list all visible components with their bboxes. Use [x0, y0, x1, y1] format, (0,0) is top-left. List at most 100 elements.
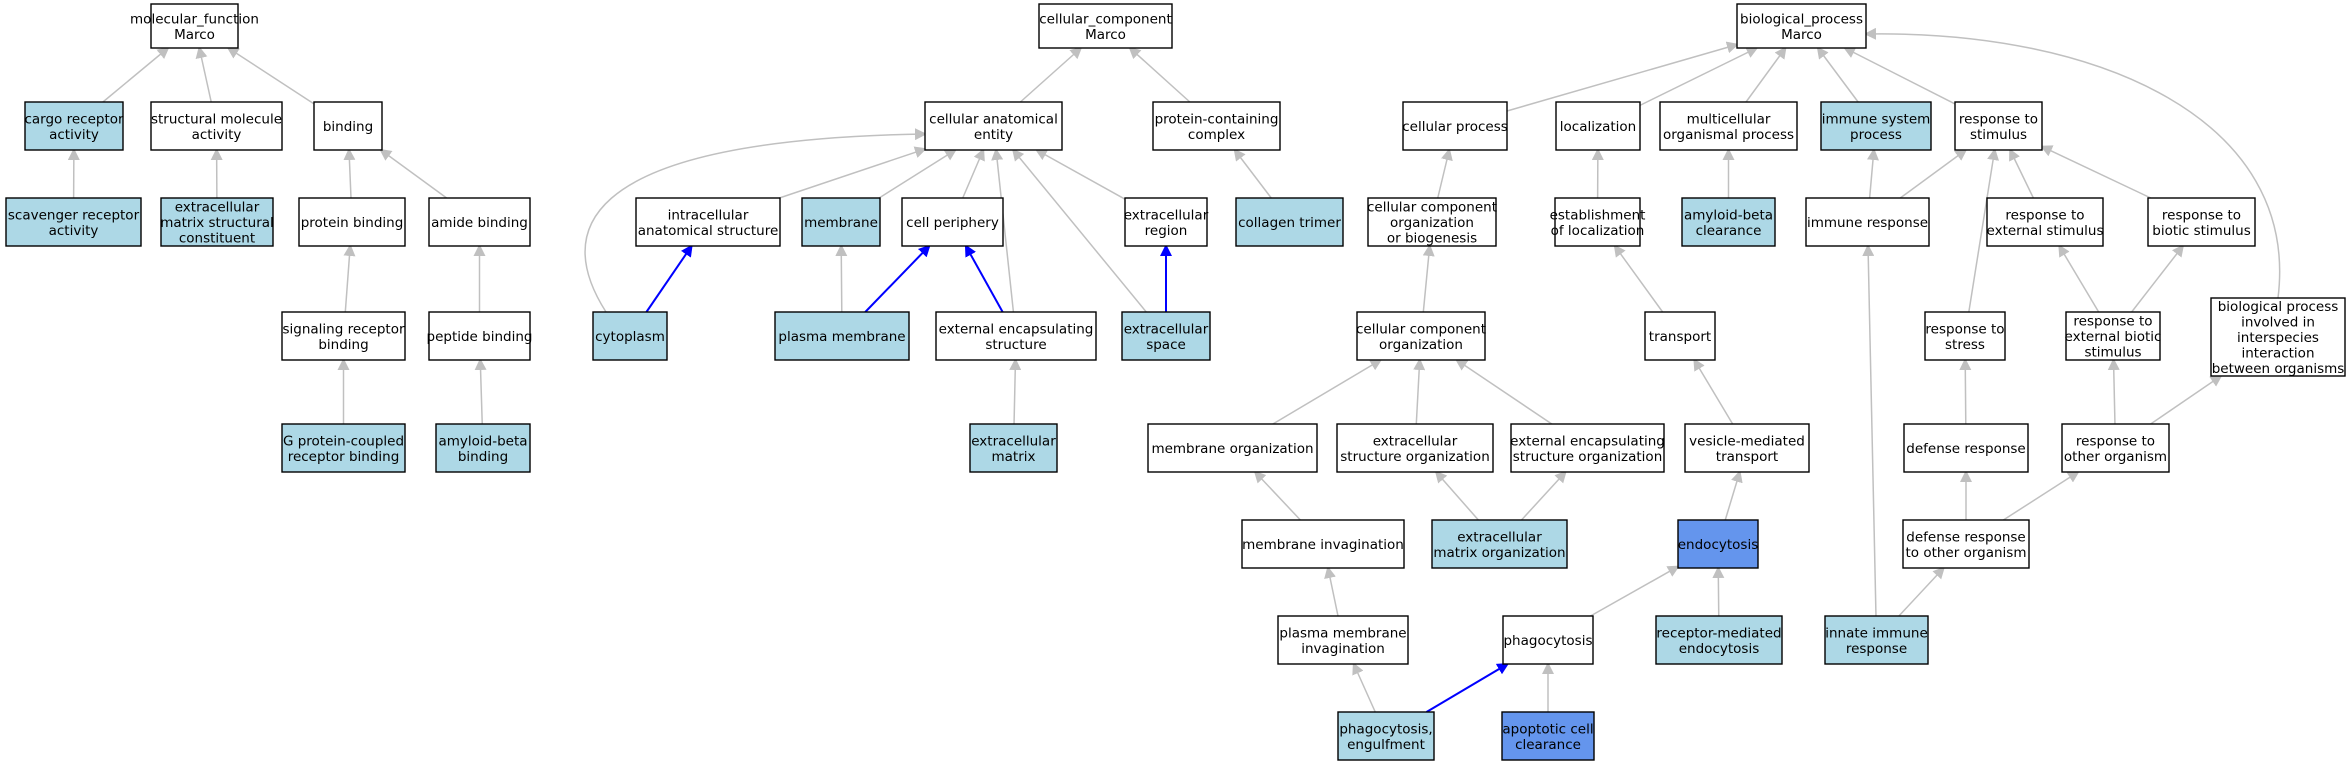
node-local[interactable]: localization: [1555, 101, 1641, 151]
node-immresp[interactable]: immune response: [1805, 197, 1930, 247]
node-label: stimulus: [2084, 345, 2141, 361]
node-label: Marco: [1085, 27, 1126, 43]
edge-sigrec-to-protbind: [343, 244, 356, 313]
edge-drtoo-to-rtorg: [2002, 470, 2080, 521]
node-membrane[interactable]: membrane: [801, 197, 881, 247]
edge-ecm-to-ees: [1009, 358, 1022, 425]
node-label: cellular anatomical: [929, 111, 1058, 127]
node-binding[interactable]: binding: [313, 101, 383, 151]
node-box: [1501, 711, 1595, 761]
node-phago[interactable]: phagocytosis: [1502, 615, 1594, 665]
node-label: endocytosis: [1678, 537, 1758, 553]
node-collagen[interactable]: collagen trimer: [1235, 197, 1344, 247]
node-label: extracellular: [1457, 529, 1542, 545]
node-label: entity: [974, 127, 1013, 143]
node-label: intracellular: [668, 207, 749, 223]
node-label: organization: [1390, 215, 1474, 231]
node-cellproc[interactable]: cellular process: [1402, 101, 1508, 151]
node-defresp[interactable]: defense response: [1903, 423, 2029, 473]
node-pm[interactable]: plasma membrane: [774, 311, 910, 361]
node-label: amide binding: [431, 215, 528, 231]
node-phagoeng[interactable]: phagocytosis,engulfment: [1337, 711, 1435, 761]
node-box: [635, 197, 781, 247]
node-cyto[interactable]: cytoplasm: [592, 311, 668, 361]
node-box: [5, 197, 142, 247]
node-transport[interactable]: transport: [1644, 311, 1716, 361]
edge-abbind-to-peptbind: [474, 358, 487, 425]
edge-ecmo-to-ecso: [1434, 470, 1479, 521]
edge-rme-to-endo: [1712, 566, 1725, 617]
node-label: defense response: [1906, 441, 2025, 457]
node-label: signaling receptor: [282, 321, 405, 337]
node-box: [1684, 423, 1810, 473]
edge-cellproc-to-bp: [1506, 41, 1739, 112]
node-box: [1903, 423, 2029, 473]
node-memorg[interactable]: membrane organization: [1147, 423, 1318, 473]
edge-ecspace-to-cae: [1011, 148, 1147, 313]
node-box: [901, 197, 1004, 247]
node-box: [1555, 101, 1641, 151]
node-box: [1644, 311, 1716, 361]
node-peptbind[interactable]: peptide binding: [427, 311, 533, 361]
node-label: cargo receptor: [24, 111, 124, 127]
node-endo[interactable]: endocytosis: [1677, 519, 1759, 569]
node-label: interspecies: [2237, 330, 2319, 346]
node-protbind[interactable]: protein binding: [298, 197, 406, 247]
node-box: [435, 423, 531, 473]
node-box: [1954, 101, 2043, 151]
node-label: defense response: [1906, 529, 2025, 545]
node-label: extracellular: [1373, 433, 1458, 449]
node-label: amyloid-beta: [438, 433, 527, 449]
node-amidebind[interactable]: amide binding: [428, 197, 531, 247]
edge-collagen-to-pcc: [1233, 148, 1272, 199]
node-box: [1659, 101, 1798, 151]
node-box: [1277, 615, 1409, 665]
edge-endo-to-vmt: [1724, 470, 1743, 521]
edge-pm-to-cellper: [864, 244, 931, 313]
node-meminv[interactable]: membrane invagination: [1241, 519, 1405, 569]
node-cellper[interactable]: cell periphery: [901, 197, 1004, 247]
node-label: matrix structural: [160, 215, 274, 231]
node-label: structure: [985, 337, 1046, 353]
edge-membrane-to-cae: [878, 148, 958, 199]
